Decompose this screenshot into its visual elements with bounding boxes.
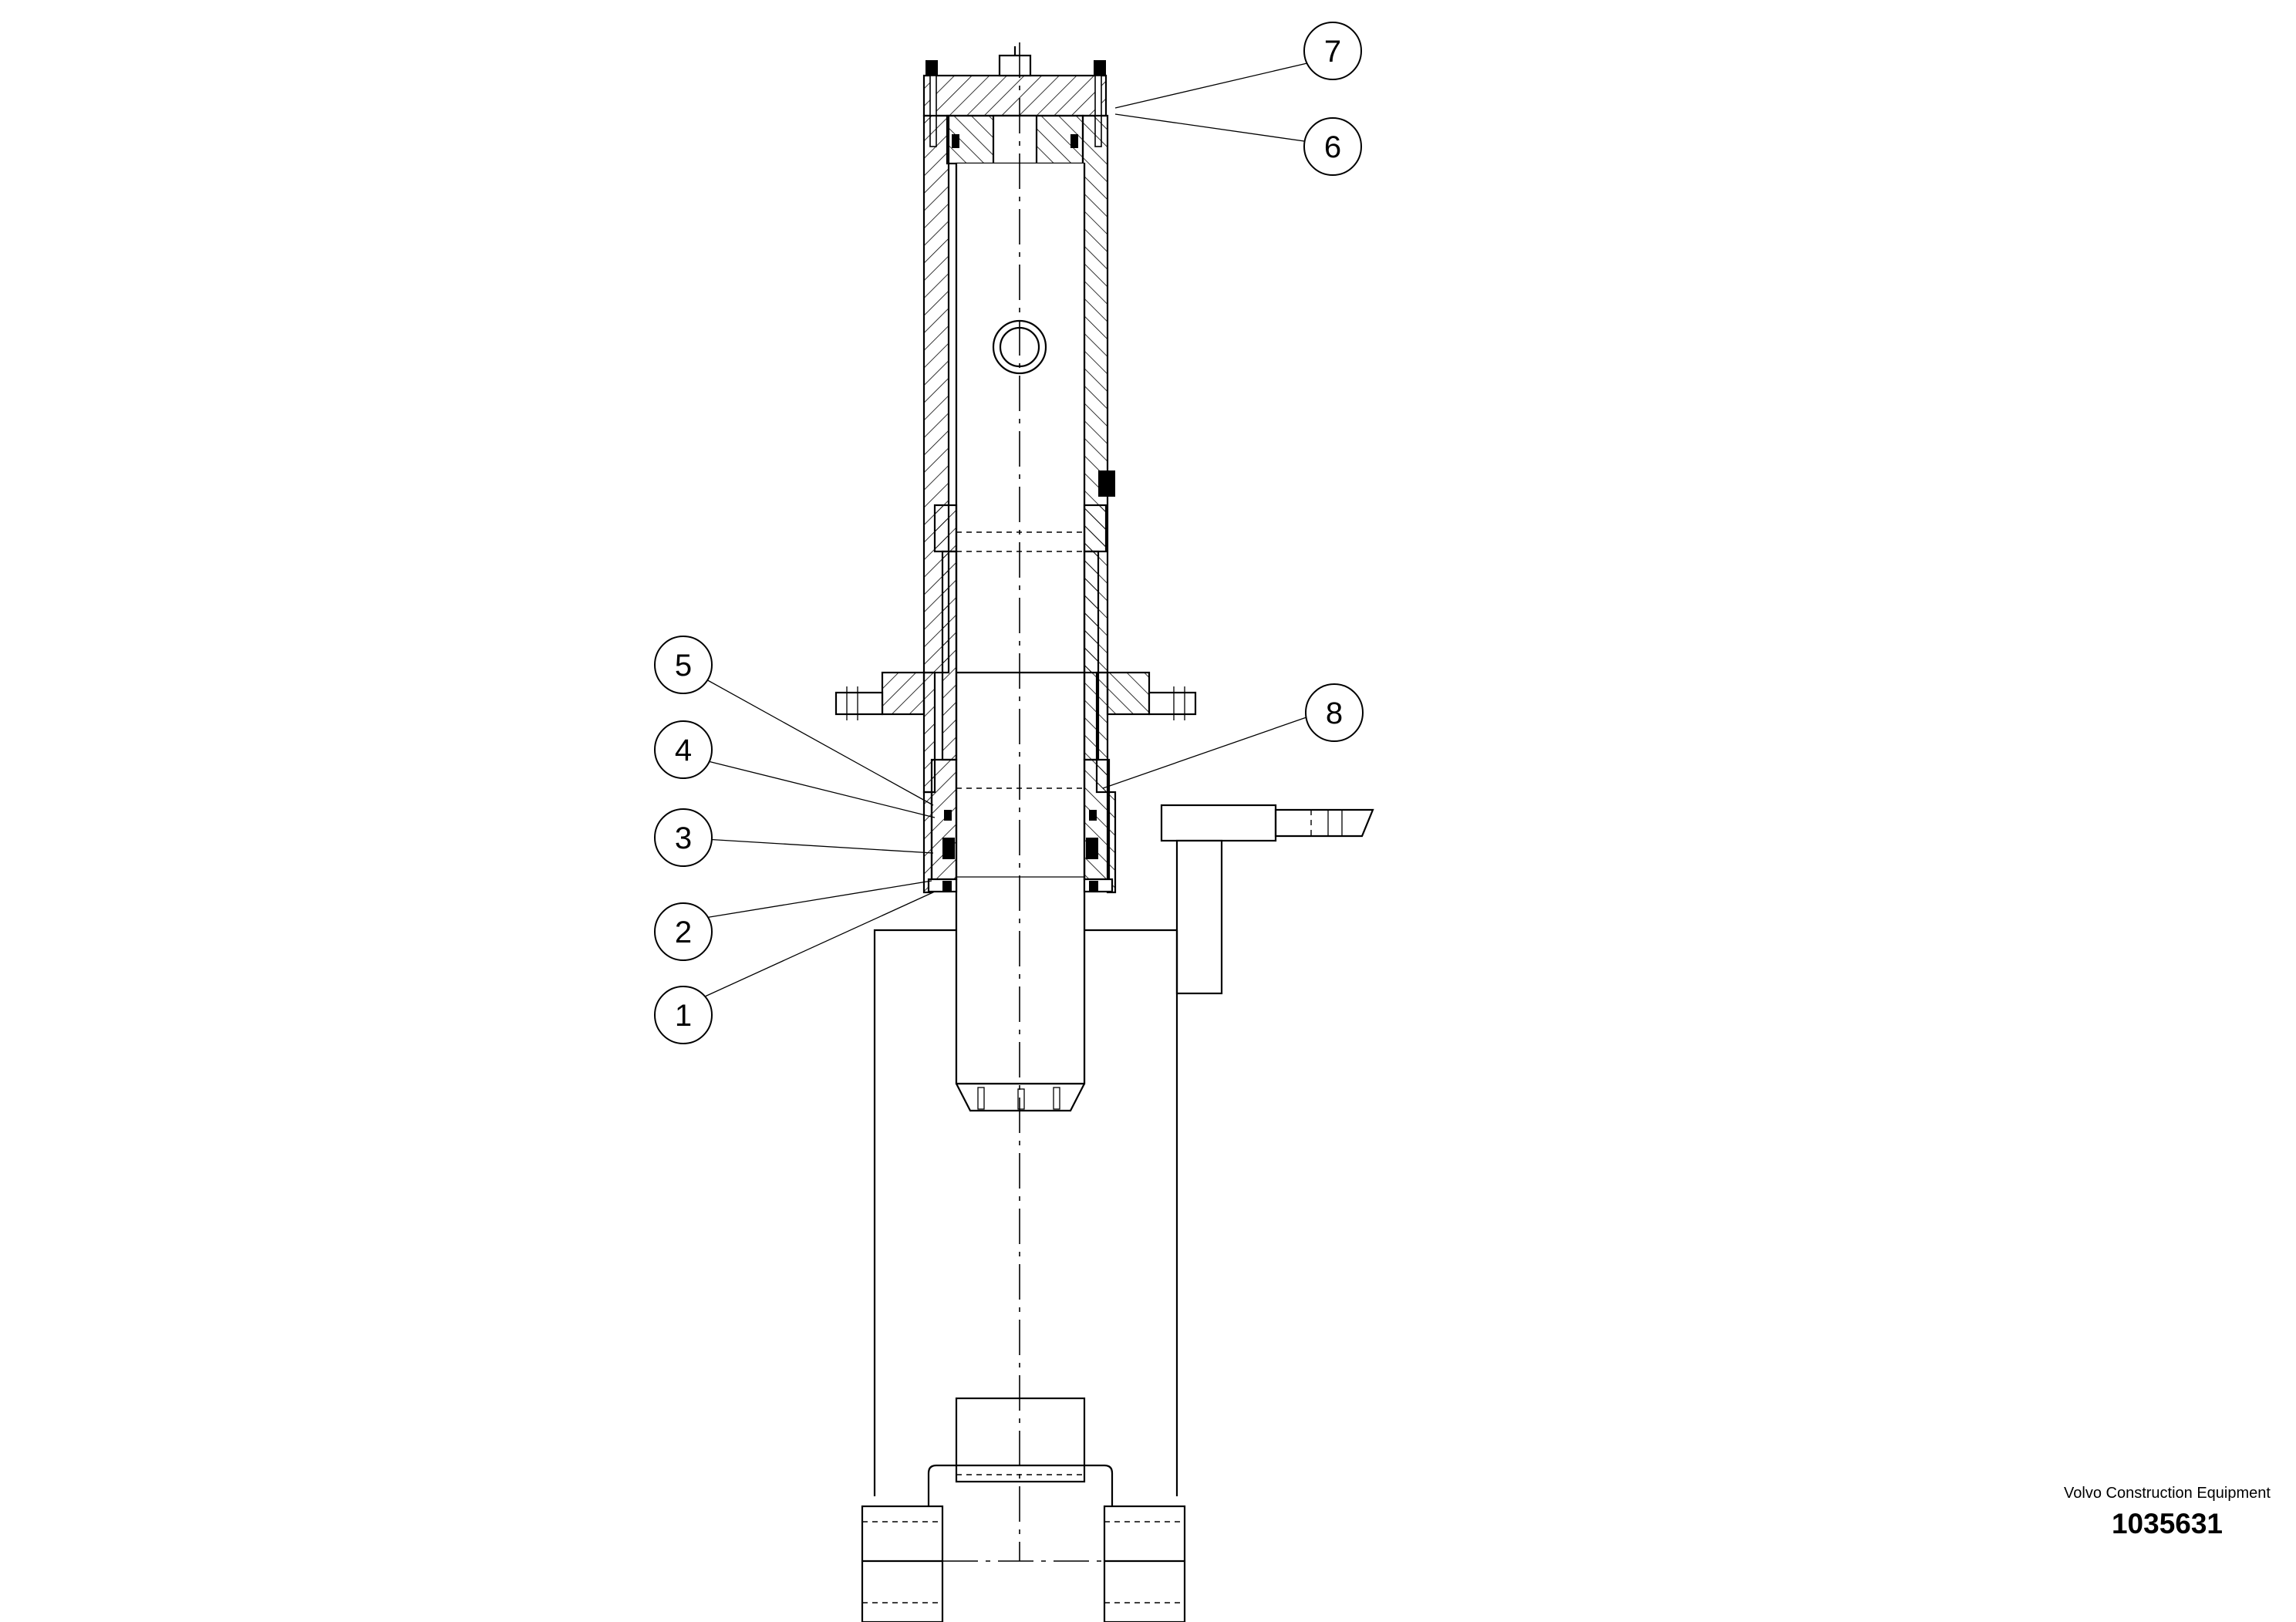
guide-sleeve bbox=[933, 504, 1108, 878]
mounting-flange bbox=[834, 671, 1197, 720]
callout-label: 3 bbox=[675, 821, 692, 855]
callout-label: 5 bbox=[675, 649, 692, 683]
title-block: Volvo Construction Equipment 1035631 bbox=[2052, 1484, 2283, 1540]
callout-label: 6 bbox=[1324, 130, 1341, 164]
callout-7: 7 bbox=[1303, 22, 1362, 80]
hydraulic-fitting bbox=[1160, 804, 1374, 995]
callout-3: 3 bbox=[654, 808, 713, 867]
lower-frame bbox=[861, 929, 1186, 1622]
callout-1: 1 bbox=[654, 986, 713, 1044]
callout-label: 1 bbox=[675, 999, 692, 1033]
callout-label: 8 bbox=[1326, 696, 1343, 730]
drawing-number: 1035631 bbox=[2111, 1508, 2224, 1539]
callout-4: 4 bbox=[654, 720, 713, 779]
callout-8: 8 bbox=[1305, 683, 1364, 742]
callout-6: 6 bbox=[1303, 117, 1362, 176]
callout-label: 7 bbox=[1324, 35, 1341, 69]
company-name: Volvo Construction Equipment bbox=[2064, 1485, 2271, 1502]
callout-leaders bbox=[704, 59, 1321, 997]
callout-label: 4 bbox=[675, 733, 692, 767]
top-cap bbox=[922, 46, 1108, 165]
callout-label: 2 bbox=[675, 916, 692, 949]
gland-seal-area bbox=[922, 470, 1117, 894]
callout-5: 5 bbox=[654, 636, 713, 694]
piston-rod bbox=[955, 162, 1086, 1112]
callout-2: 2 bbox=[654, 902, 713, 961]
